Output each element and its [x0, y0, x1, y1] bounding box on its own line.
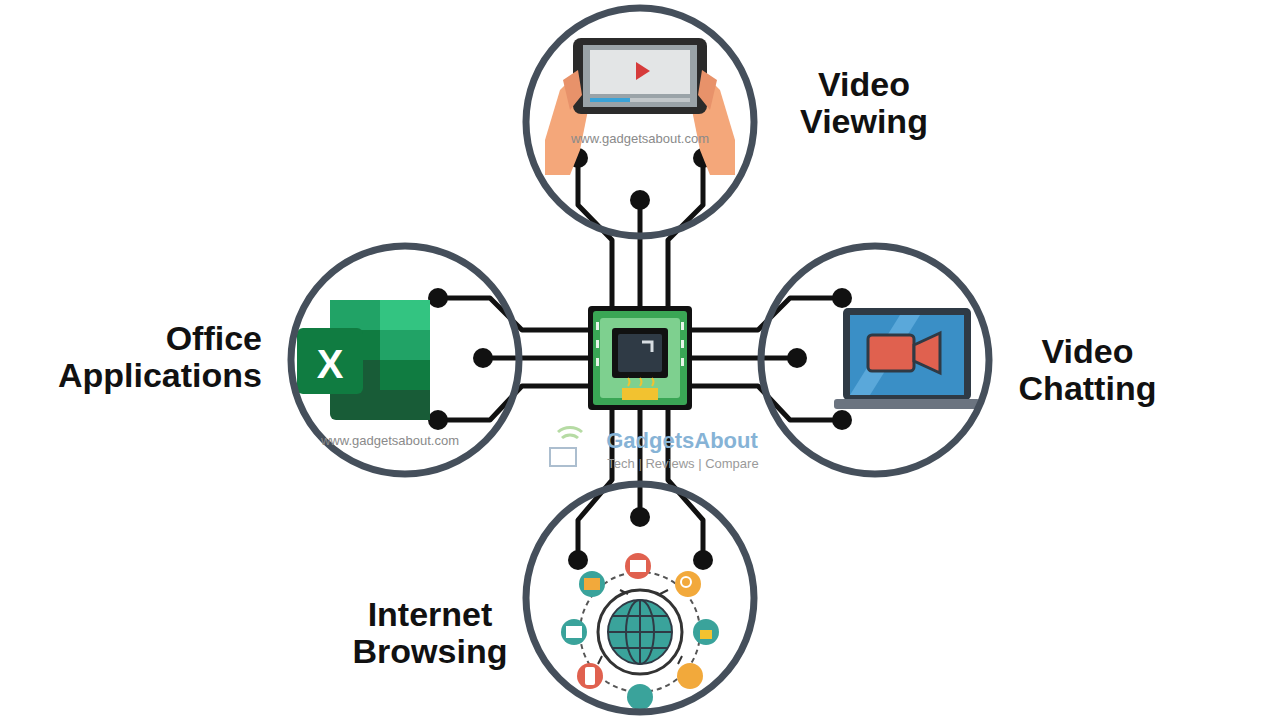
circle-outline — [522, 4, 758, 240]
wire-dots — [428, 148, 852, 570]
usage-circle: Internet Browsing — [522, 480, 758, 716]
laptop-video-chat-icon — [834, 308, 980, 409]
watermark-text: www.gadgetsabout.com — [571, 131, 709, 147]
icon-letter: X — [317, 340, 344, 388]
processor-chip — [588, 306, 692, 410]
circle-border — [526, 484, 754, 712]
usage-circle: Video Viewing — [522, 4, 758, 240]
usage-label: Office Applications — [12, 320, 262, 394]
circle-border — [761, 246, 989, 474]
usage-label: Video Chatting — [1000, 333, 1175, 407]
internet-globe-icon — [561, 553, 719, 710]
watermark-text: www.gadgetsabout.com — [321, 433, 459, 449]
tablet-video-icon — [545, 38, 735, 175]
circle-outline — [757, 242, 993, 478]
watermark-logo — [550, 427, 582, 466]
circle-outline — [522, 480, 758, 716]
usage-circle: Video Chatting — [757, 242, 993, 478]
circle-border — [291, 246, 519, 474]
chip-wires — [438, 158, 842, 560]
circle-border — [526, 8, 754, 236]
usage-label: Video Viewing — [784, 66, 944, 140]
watermark-text: GadgetsAbout — [606, 428, 758, 454]
watermark-text: Tech | Reviews | Compare — [607, 456, 758, 472]
spreadsheet-icon — [297, 300, 430, 420]
usage-label: Internet Browsing — [340, 596, 520, 670]
